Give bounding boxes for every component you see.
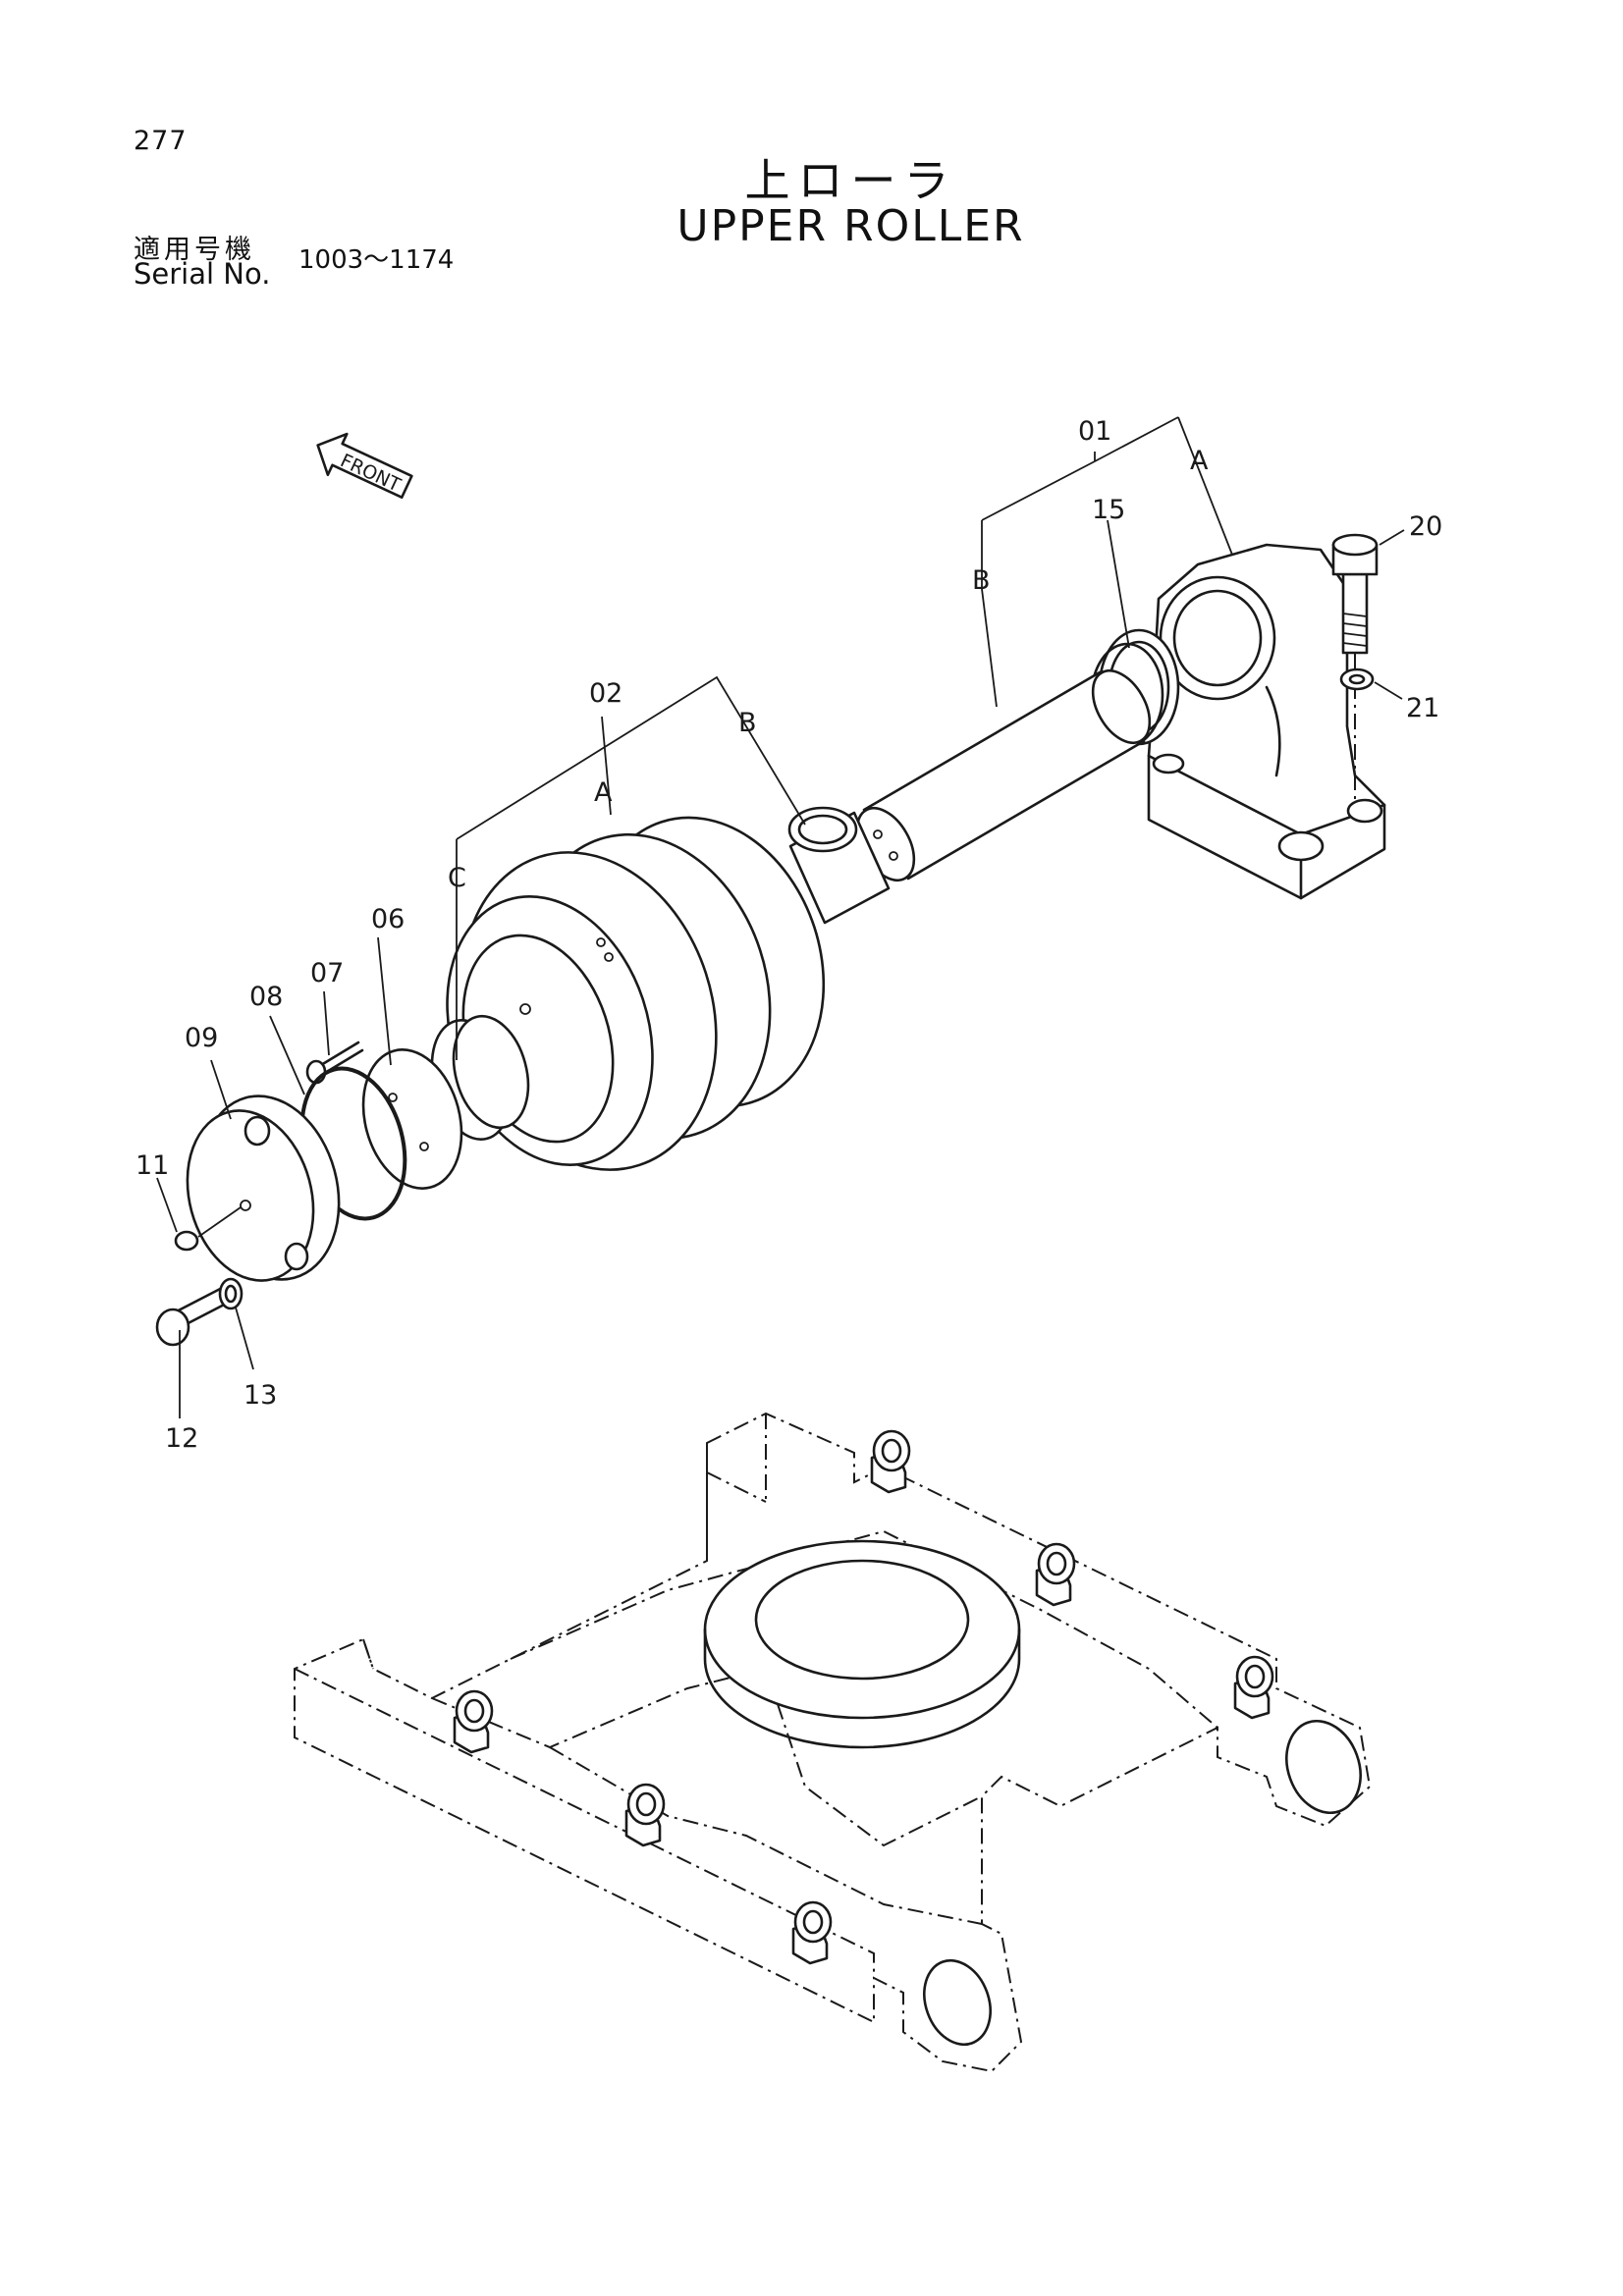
serial-range: 1003～1174 (298, 245, 455, 275)
part-label-13: 13 (243, 1380, 277, 1411)
roller-bracket (1147, 543, 1386, 900)
mounted-roller-3 (1233, 1655, 1274, 1720)
bolt-07 (305, 1041, 364, 1085)
mounted-roller-4 (453, 1689, 494, 1754)
leader-lines (156, 416, 1405, 1418)
sub-label-01-a: A (1190, 446, 1209, 476)
mounted-roller-5 (624, 1783, 666, 1847)
part-label-20: 20 (1409, 511, 1442, 542)
sub-label-02-c: C (448, 863, 466, 893)
serial-label: Serial No. (134, 257, 271, 291)
serial-label-japanese: 適用号機 (134, 235, 255, 265)
page-title-japanese: 上ローラ (744, 154, 957, 207)
mounted-roller-6 (791, 1900, 833, 1965)
plate-06 (361, 1048, 463, 1190)
part-label-08: 08 (249, 982, 283, 1012)
part-label-15: 15 (1092, 495, 1125, 525)
sub-label-02-b: B (738, 708, 757, 738)
bolt-20 (1331, 533, 1379, 805)
page-title: UPPER ROLLER (676, 201, 1025, 251)
roller-shaft (855, 669, 1152, 881)
part-label-09: 09 (185, 1023, 218, 1053)
part-label-01: 01 (1078, 416, 1111, 447)
track-frame (294, 1412, 1372, 2073)
bushing (787, 806, 891, 925)
part-label-11: 11 (135, 1150, 169, 1181)
cover-09 (186, 1095, 341, 1282)
part-label-02: 02 (589, 678, 622, 709)
mounted-roller-2 (1035, 1542, 1076, 1607)
washer-13 (218, 1277, 243, 1310)
washer-21 (1339, 667, 1375, 691)
part-label-12: 12 (165, 1423, 198, 1454)
sub-label-02-a: A (594, 777, 613, 808)
part-label-21: 21 (1406, 693, 1439, 723)
part-label-07: 07 (310, 958, 344, 988)
front-arrow-icon: FRONT (316, 432, 413, 500)
mounted-roller-1 (870, 1429, 911, 1494)
page-number: 277 (134, 126, 188, 156)
plug-11 (174, 1206, 242, 1252)
sub-label-01-b: B (972, 565, 991, 596)
part-label-06: 06 (371, 904, 405, 934)
